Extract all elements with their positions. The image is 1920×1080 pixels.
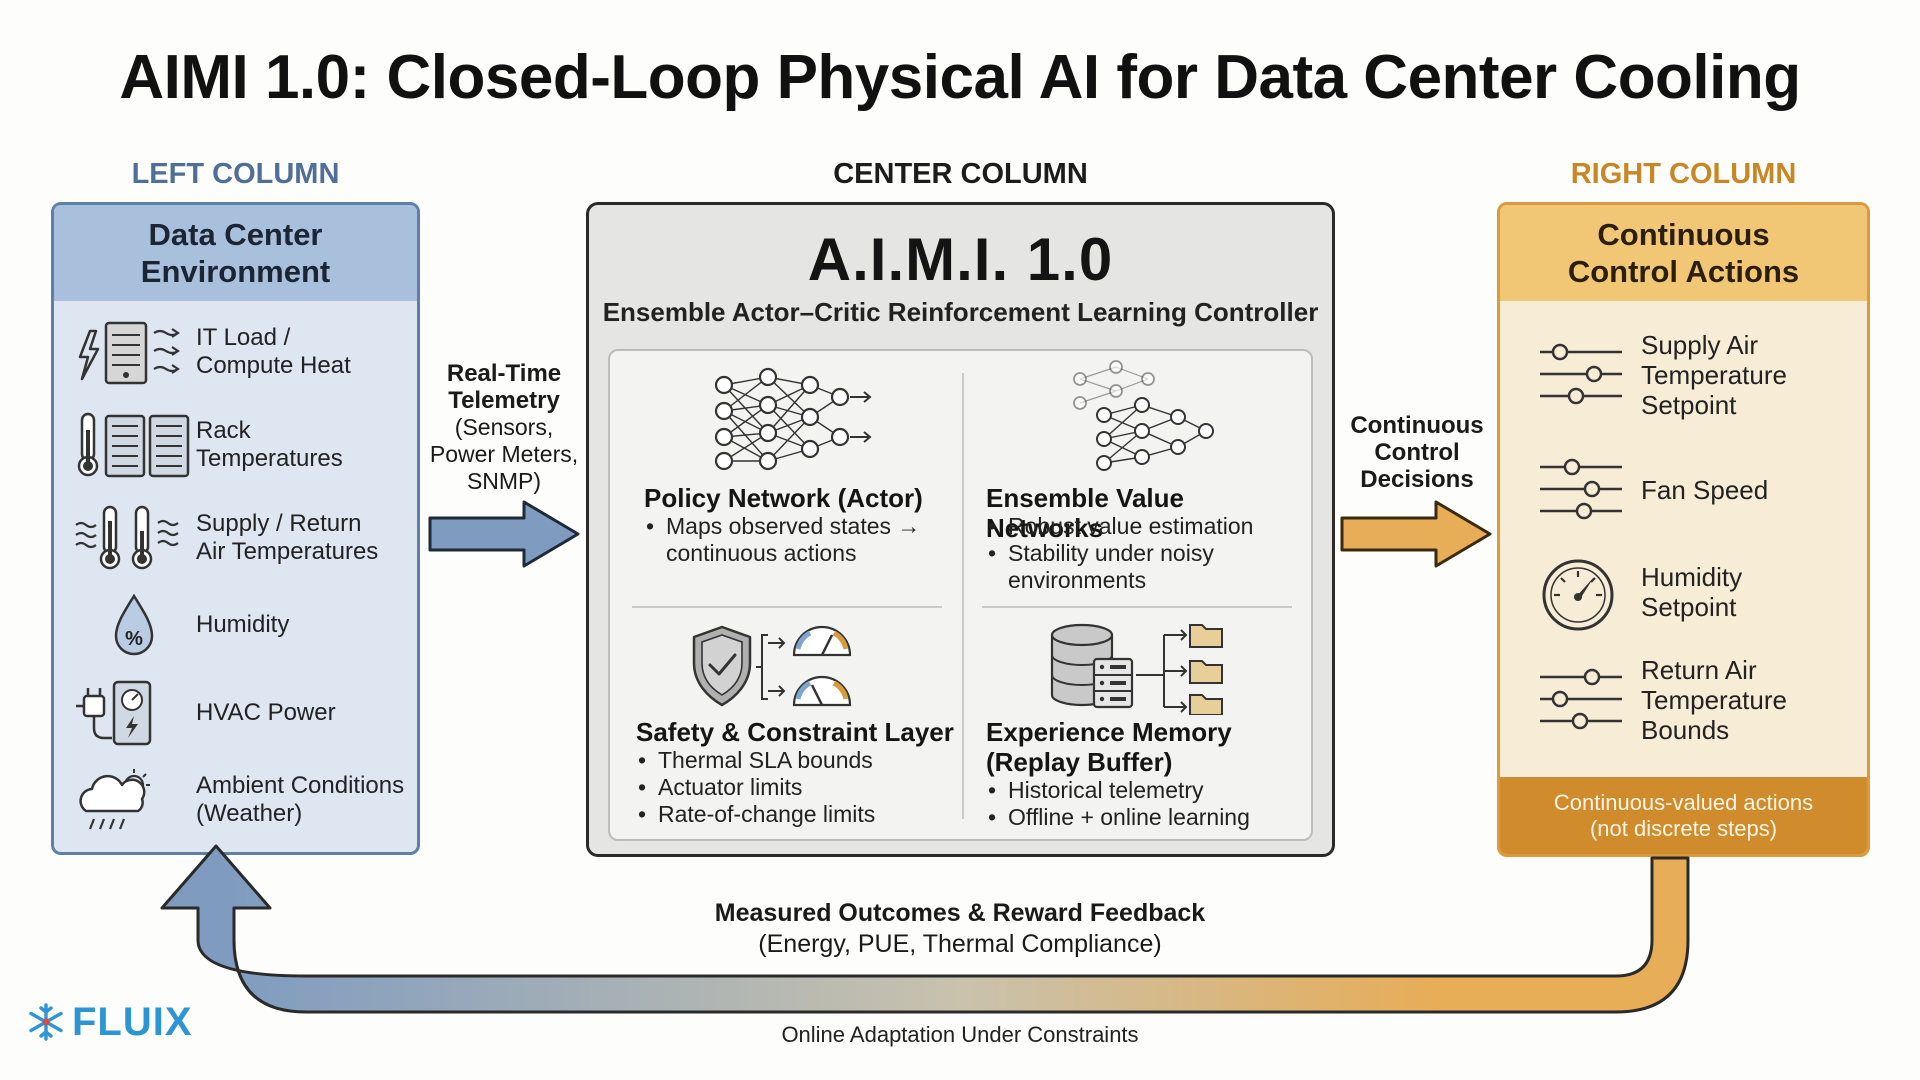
sliders-icon: [1540, 458, 1622, 520]
env-label-air-temps: Supply / Return Air Temperatures: [196, 510, 379, 565]
env-label-humidity: Humidity: [196, 611, 290, 638]
env-item-humidity: % Humidity: [54, 590, 417, 660]
logo-text: FLUIX: [72, 999, 193, 1044]
experience-memory-title: Experience Memory (Replay Buffer): [986, 717, 1232, 777]
air-thermometer-icon: [75, 505, 179, 570]
policy-network-bullets: Maps observed states → continuous action…: [644, 513, 954, 567]
right-column-label: RIGHT COLUMN: [1570, 158, 1797, 190]
feedback-detail: (Energy, PUE, Thermal Compliance): [758, 930, 1162, 958]
controller-panel: A.I.M.I. 1.0 Ensemble Actor–Critic Reinf…: [586, 202, 1335, 857]
adaptation-label: Online Adaptation Under Constraints: [781, 1022, 1139, 1047]
sliders-icon: [1540, 343, 1622, 405]
sliders-icon: [1540, 668, 1622, 730]
env-label-ambient: Ambient Conditions (Weather): [196, 772, 405, 827]
snowflake-icon: [29, 1003, 63, 1041]
power-meter-icon: [76, 680, 152, 746]
logo: FLUIX: [26, 999, 193, 1045]
telemetry-label: Real-Time Telemetry (Sensors, Power Mete…: [420, 360, 588, 495]
action-label-return-air: Return Air Temperature Bounds: [1641, 655, 1787, 745]
control-actions-panel: Continuous Control Actions Supply Air Te…: [1497, 202, 1870, 857]
server-heat-icon: [78, 321, 180, 385]
policy-network-title: Policy Network (Actor): [644, 483, 923, 513]
experience-memory-bullets: Historical telemetry Offline + online le…: [986, 777, 1306, 831]
horizontal-divider-right: [982, 606, 1292, 608]
memory-bullet: Historical telemetry: [986, 777, 1306, 804]
weather-cloud-icon: [79, 769, 150, 830]
controller-title: A.I.M.I. 1.0: [807, 226, 1114, 293]
action-label-supply-air: Supply Air Temperature Setpoint: [1641, 330, 1787, 420]
feedback-title: Measured Outcomes & Reward Feedback: [714, 899, 1206, 927]
env-item-it-load: IT Load / Compute Heat: [54, 317, 417, 387]
telemetry-detail: (Sensors, Power Meters, SNMP): [429, 414, 579, 494]
policy-bullet: Maps observed states → continuous action…: [644, 513, 954, 567]
env-label-rack-temps: Rack Temperatures: [196, 417, 343, 472]
horizontal-divider-left: [632, 606, 942, 608]
action-label-humidity: Humidity Setpoint: [1641, 562, 1743, 622]
humidity-drop-icon: %: [114, 593, 154, 656]
safety-bullet: Thermal SLA bounds: [636, 747, 956, 774]
center-column-label: CENTER COLUMN: [833, 158, 1088, 190]
safety-bullet: Actuator limits: [636, 774, 956, 801]
page-title: AIMI 1.0: Closed-Loop Physical AI for Da…: [119, 43, 1801, 112]
safety-layer-bullets: Thermal SLA bounds Actuator limits Rate-…: [636, 747, 956, 828]
feedback-label: Measured Outcomes & Reward Feedback (Ene…: [560, 898, 1360, 960]
environment-header: Data Center Environment: [54, 205, 417, 301]
control-actions-header: Continuous Control Actions: [1500, 205, 1867, 301]
gauge-icon: [1542, 559, 1614, 631]
database-folders-icon: [1050, 623, 1223, 715]
env-item-air-temps: Supply / Return Air Temperatures: [54, 503, 417, 573]
action-label-fan-speed: Fan Speed: [1641, 475, 1769, 505]
env-item-ambient: Ambient Conditions (Weather): [54, 765, 417, 835]
decisions-title: Continuous Control Decisions: [1350, 412, 1484, 493]
decisions-label: Continuous Control Decisions: [1336, 412, 1498, 493]
telemetry-arrow: [428, 500, 580, 568]
telemetry-title: Real-Time Telemetry: [446, 360, 562, 414]
shield-gauge-icon: [692, 625, 852, 707]
ensemble-network-icon: [1073, 360, 1214, 471]
ensemble-bullet: Stability under noisy environments: [986, 540, 1306, 594]
environment-panel: Data Center Environment IT Load / Comput…: [51, 202, 420, 855]
env-label-it-load: IT Load / Compute Heat: [196, 324, 351, 379]
left-column-label: LEFT COLUMN: [131, 158, 340, 190]
memory-bullet: Offline + online learning: [986, 804, 1306, 831]
rack-thermometer-icon: [77, 412, 190, 478]
safety-bullet: Rate-of-change limits: [636, 801, 956, 828]
control-actions-footer: Continuous-valued actions (not discrete …: [1500, 777, 1867, 854]
controller-components: Policy Network (Actor) Maps observed sta…: [608, 349, 1313, 841]
env-label-hvac-power: HVAC Power: [196, 699, 336, 726]
decisions-arrow: [1340, 500, 1492, 568]
controller-subtitle: Ensemble Actor–Critic Reinforcement Lear…: [602, 297, 1319, 327]
svg-text:%: %: [125, 628, 143, 650]
ensemble-networks-bullets: Robust value estimation Stability under …: [986, 513, 1306, 594]
ensemble-bullet: Robust value estimation: [986, 513, 1306, 540]
safety-layer-title: Safety & Constraint Layer: [636, 717, 954, 747]
vertical-divider: [962, 373, 964, 819]
env-item-rack-temps: Rack Temperatures: [54, 410, 417, 480]
env-item-hvac-power: HVAC Power: [54, 678, 417, 748]
neural-network-icon: [714, 367, 872, 471]
